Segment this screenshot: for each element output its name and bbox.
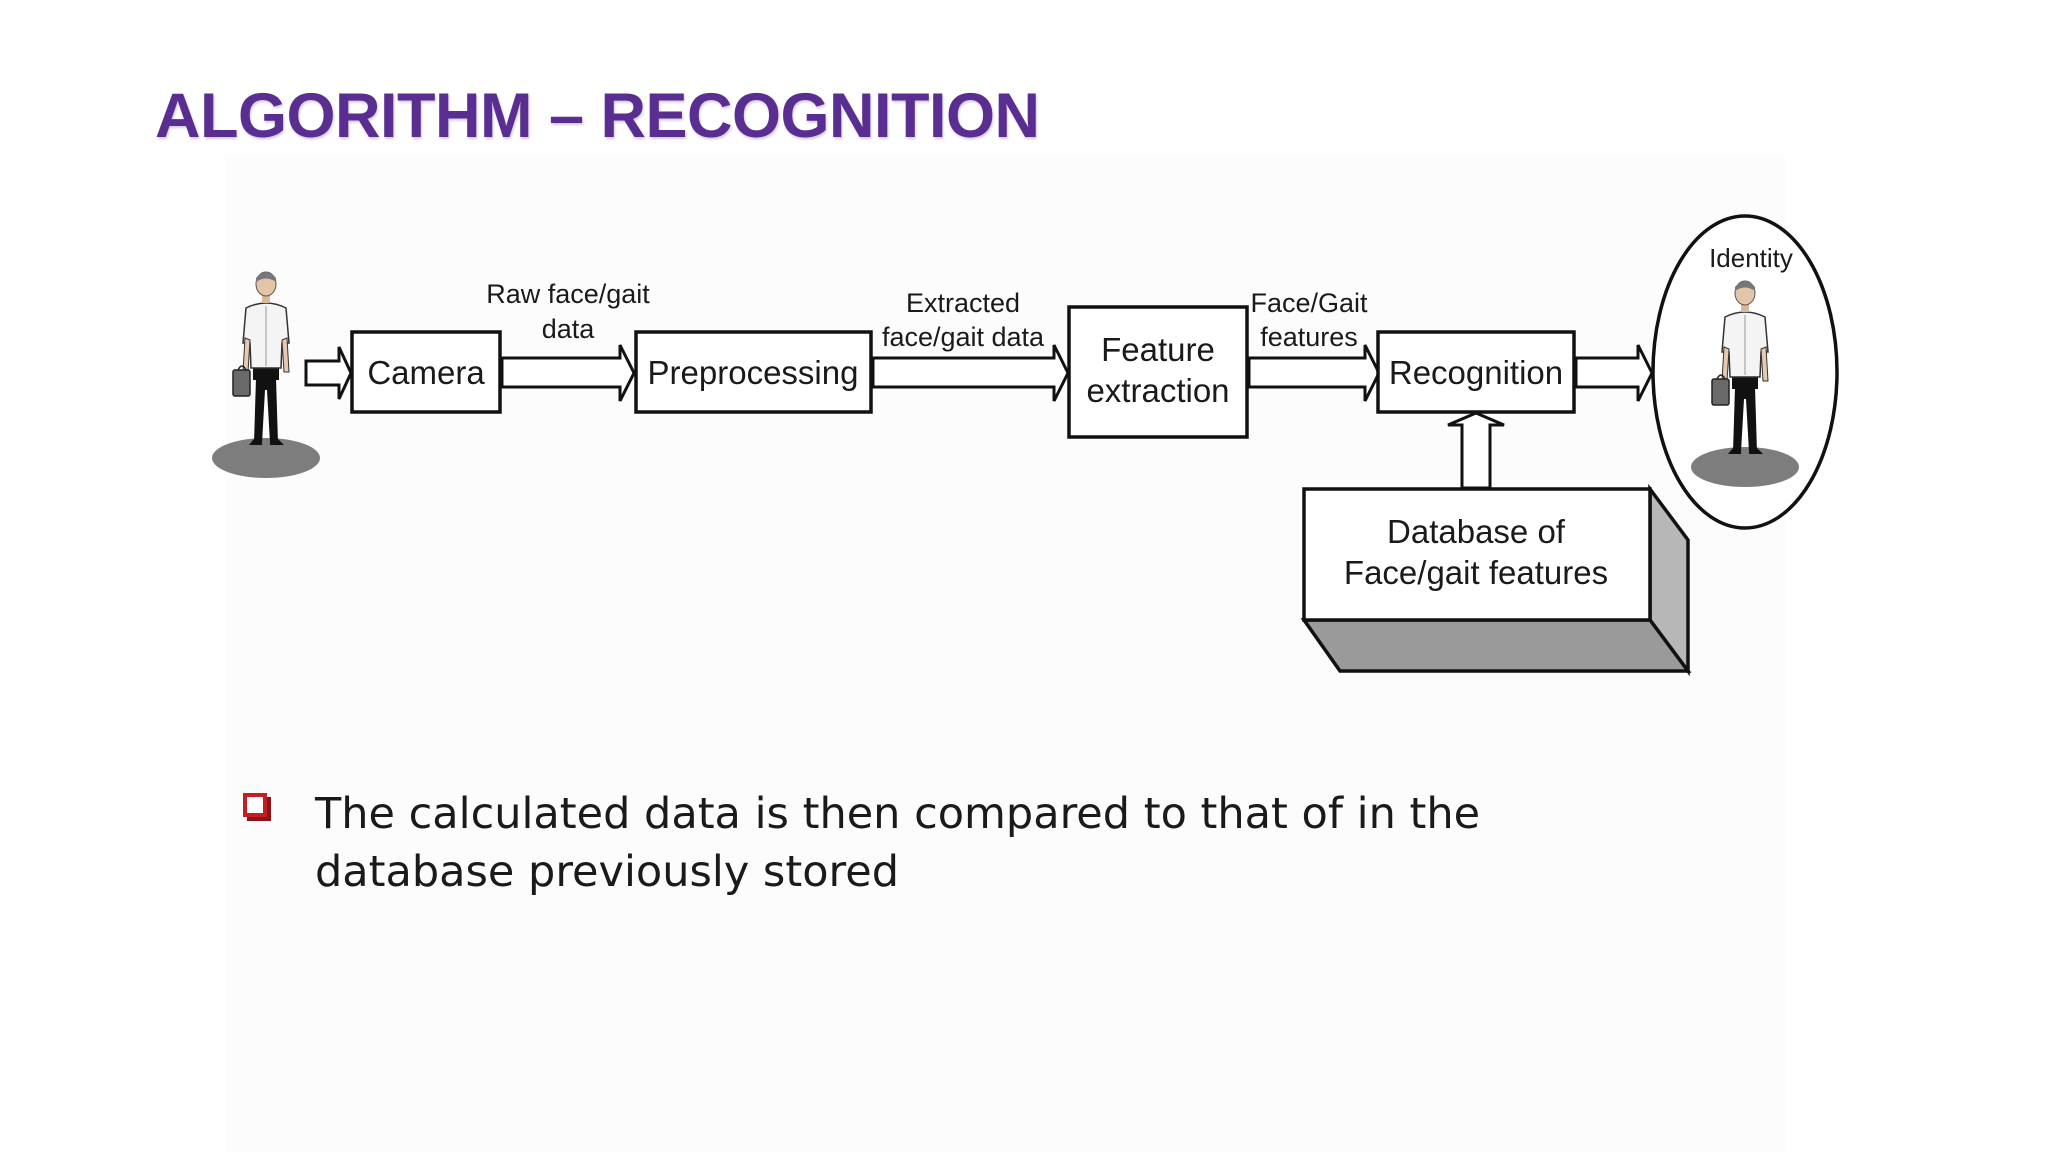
feature-extraction-label-line1: Feature [1101, 331, 1215, 368]
preprocessing-node: Preprocessing [634, 330, 873, 414]
arrow-recognition-to-identity [1574, 344, 1654, 402]
features-label-line1: Face/Gait [1250, 288, 1368, 318]
feature-extraction-label-line2: extraction [1086, 372, 1229, 409]
arrow-preprocessing-to-feature [871, 344, 1070, 402]
bullet-text: The calculated data is then compared to … [315, 789, 1481, 897]
database-label-line2: Face/gait features [1344, 554, 1608, 591]
database-node: Database of Face/gait features [1300, 483, 1692, 677]
raw-data-label-line1: Raw face/gait [486, 279, 650, 309]
raw-data-label-line2: data [542, 314, 596, 344]
feature-extraction-node: Feature extraction [1067, 305, 1249, 439]
arrow-person-to-camera [304, 346, 353, 400]
recognition-label: Recognition [1389, 354, 1563, 391]
arrow-camera-to-preprocessing [500, 344, 636, 402]
input-person-icon [211, 271, 321, 479]
database-label-line1: Database of [1387, 513, 1566, 550]
preprocessing-label: Preprocessing [648, 354, 859, 391]
red-checkbox-icon [243, 793, 271, 821]
arrow-feature-to-recognition [1247, 344, 1381, 402]
arrow-database-to-recognition [1447, 411, 1505, 490]
slide-title: ALGORITHM – RECOGNITION [155, 81, 1040, 151]
recognition-node: Recognition [1376, 330, 1576, 414]
features-label-line2: features [1260, 322, 1358, 352]
camera-node: Camera [350, 330, 502, 414]
identity-label: Identity [1709, 243, 1793, 273]
camera-label: Camera [367, 354, 485, 391]
bullet-list: The calculated data is then compared to … [240, 785, 1540, 901]
extracted-data-label-line2: face/gait data [882, 322, 1045, 352]
extracted-data-label-line1: Extracted [906, 288, 1020, 318]
identity-node: Identity [1651, 214, 1839, 530]
